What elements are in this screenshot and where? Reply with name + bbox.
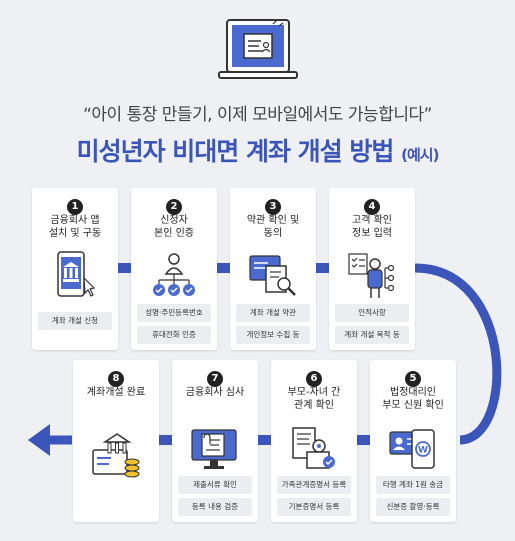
step-card-5: 5 법정대리인 부모 신원 확인 W 타행 계좌 1원 송금 신분증 촬영·등록 [370,360,456,522]
step-card-4: 4 고객 확인 정보 입력 인적사항 계좌 개설 목적 등 [329,188,415,350]
page-title: 미성년자 비대면 계좌 개설 방법 (예시) [0,132,515,168]
step-tag: 계좌 개설 약관 [236,304,310,322]
step-tag: 개인정보 수집 등 [236,326,310,344]
step-title: 부모-자녀 간 관계 확인 [287,387,341,411]
step-title: 금융회사 앱 설치 및 구동 [48,215,102,239]
step-tag: 기본증명서 등록 [277,498,351,516]
step-tag: 타행 계좌 1원 송금 [376,476,450,494]
step-tag: 계좌 개설 목적 등 [335,326,409,344]
step-number: 1 [67,199,83,215]
step-number: 6 [306,371,322,387]
phone-bank-icon [57,251,96,297]
title-main: 미성년자 비대면 계좌 개설 방법 [76,137,395,166]
step-card-8: 8 계좌개설 완료 [73,360,159,522]
step-title: 약관 확인 및 동의 [246,215,300,239]
step-number: 2 [166,199,182,215]
step-card-2: 2 신청자 본인 인증 성명·주민등록번호 휴대전화 인증 [131,188,217,350]
step-card-1: 1 금융회사 앱 설치 및 구동 계좌 개설 신청 [32,188,118,350]
step-title: 법정대리인 부모 신원 확인 [382,387,444,411]
step-number: 5 [405,371,421,387]
step-tag: 가족관계증명서 등록 [277,476,351,494]
step-tag: 성명·주민등록번호 [137,304,211,322]
step-tag: 신분증 촬영·등록 [376,498,450,516]
step-title: 신청자 본인 인증 [154,215,194,239]
step-tag: 휴대전화 인증 [137,326,211,344]
step-card-3: 3 약관 확인 및 동의 계좌 개설 약관 개인정보 수집 등 [230,188,316,350]
step-tag: 등록 내용 검증 [178,498,252,516]
id-card-won-icon: W [389,429,435,469]
step-number: 8 [108,371,124,387]
step-card-6: 6 부모-자녀 간 관계 확인 가족관계증명서 등록 기본증명서 등록 [271,360,357,522]
step-tag: 인적사항 [335,304,409,322]
presenter-checklist-icon [348,253,395,298]
monitor-review-icon [191,429,237,469]
headline-quote: “아이 통장 만들기, 이제 모바일에서도 가능합니다” [83,105,432,125]
step-number: 4 [364,199,380,215]
laptop-document-icon [218,19,298,79]
svg-text:W: W [418,446,428,456]
title-example-note: (예시) [401,146,439,164]
step-card-7: 7 금융회사 심사 제출서류 확인 등록 내용 검증 [172,360,258,522]
step-title: 계좌개설 완료 [86,387,146,398]
family-document-icon [292,427,335,469]
step-number: 3 [265,199,281,215]
person-verify-icon [153,253,195,296]
step-tag: 제출서류 확인 [178,476,252,494]
step-tag: 계좌 개설 신청 [38,312,112,330]
bank-coins-icon [92,433,140,478]
step-number: 7 [207,371,223,387]
step-title: 금융회사 심사 [185,387,245,398]
document-search-icon [249,255,296,296]
step-title: 고객 확인 정보 입력 [352,215,392,239]
